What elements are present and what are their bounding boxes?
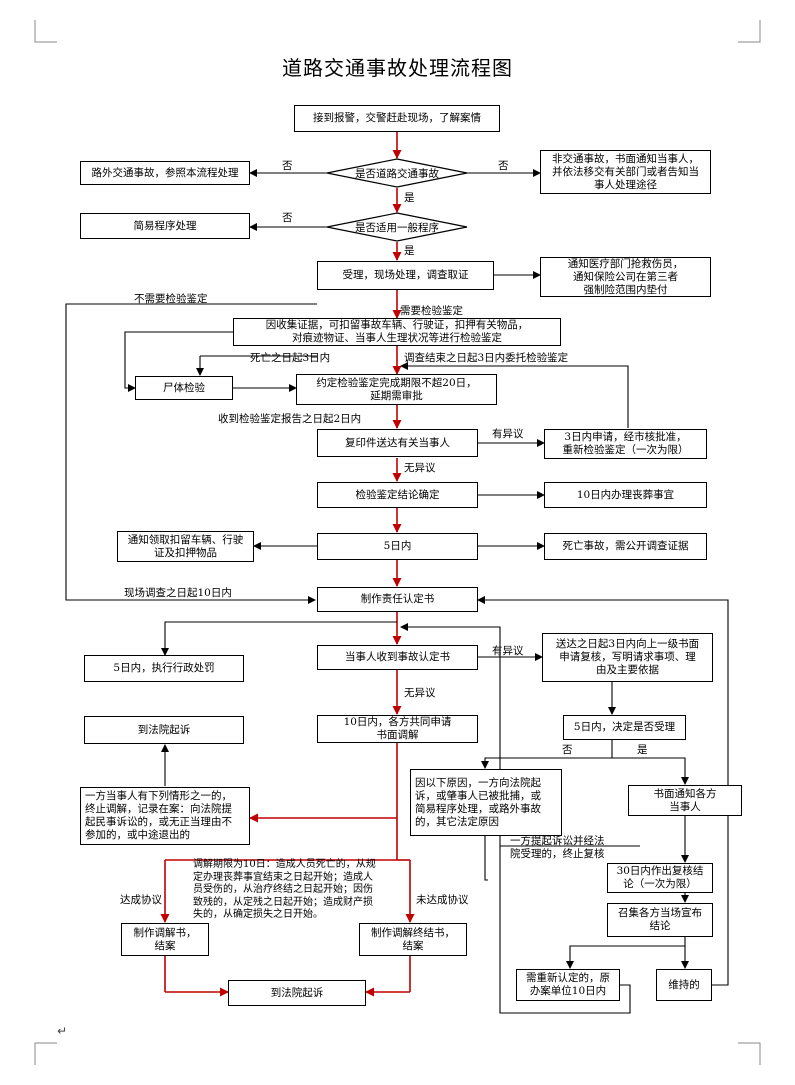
label-no-objection-2: 无异议: [404, 687, 436, 699]
label-objection-2: 有异议: [492, 645, 524, 657]
label-lawsuit-terminate: 一方提起诉讼并经法 院受理的，终止复核: [510, 835, 605, 860]
box-notify-written: 书面通知各方 当事人: [628, 785, 742, 816]
note-mediation-period: 调解期限为10日：造成人员死亡的，从规 定办理丧葬事宜结束之日起开始；造成人 员…: [193, 859, 376, 920]
box-notify-return: 通知领取扣留车辆、行驶 证及扣押物品: [117, 531, 254, 562]
box-copy-send: 复印件送达有关当事人: [317, 429, 478, 457]
label-report-2days: 收到检验鉴定报告之日起2日内: [218, 413, 362, 425]
label-no-road: 否: [282, 160, 293, 172]
box-death-open: 死亡事故，需公开调查证据: [544, 533, 707, 560]
box-court-2: 到法院起诉: [228, 980, 366, 1006]
box-five-days: 5日内: [317, 533, 478, 560]
box-ten-days: 10日内，各方共同申请 书面调解: [317, 715, 478, 743]
box-court-1: 到法院起诉: [84, 716, 244, 744]
box-autopsy: 尸体检验: [135, 376, 233, 400]
label-scene-10days: 现场调查之日起10日内: [124, 587, 232, 599]
decision-diamond-road: [326, 158, 468, 188]
box-decide-accept: 5日内，决定是否受理: [563, 715, 686, 740]
box-final-book: 制作调解终结书， 结案: [359, 923, 467, 956]
box-make-book: 制作责任认定书: [317, 587, 478, 612]
box-gather: 召集各方当场宣布 结论: [607, 903, 713, 937]
box-collect-evidence: 因收集证据，可扣留事故车辆、行驶证，扣押有关物品， 对痕迹物证、当事人生理状况等…: [233, 318, 561, 346]
label-no-general: 否: [282, 212, 293, 224]
label-no-objection-1: 无异议: [404, 462, 436, 474]
box-funeral: 10日内办理丧葬事宜: [544, 482, 707, 508]
label-no-accept: 否: [562, 744, 573, 756]
label-invest-end: 调查结束之日起3日内委托检验鉴定: [404, 352, 569, 364]
label-not-reach-agreement: 未达成协议: [416, 894, 469, 906]
label-need-inspection: 需要检验鉴定: [400, 305, 463, 317]
box-outside-road: 路外交通事故，参照本流程处理: [80, 161, 250, 185]
label-no-need-inspection: 不需要检验鉴定: [134, 293, 208, 305]
box-mediation-book: 制作调解书， 结案: [121, 923, 209, 956]
label-reach-agreement: 达成协议: [120, 894, 162, 906]
box-admin-penalty: 5日内，执行行政处罚: [84, 655, 244, 682]
label-yes-road: 是: [404, 192, 415, 204]
label-yes-general: 是: [404, 245, 415, 257]
box-reasons: 因以下原因，一方向法院起 诉，或肇事人已被批捕，或 简易程序处理，或路外事故 的…: [410, 769, 562, 836]
box-non-traffic: 非交通事故，书面通知当事人， 并依法移交有关部门或者告知当 事人处理途径: [540, 150, 711, 194]
page-title: 道路交通事故处理流程图: [282, 56, 513, 80]
page-corner-marks: [34, 20, 761, 1065]
label-death-3days: 死亡之日起3日内: [250, 352, 331, 364]
box-review-request: 送达之日起3日内向上一级书面 申请复核，写明请求事项、理 由及主要依据: [542, 633, 713, 682]
box-receive-book: 当事人收到事故认定书: [317, 645, 478, 670]
decision-is-road: 是否道路交通事故: [355, 168, 439, 180]
box-accept: 受理，现场处理，调查取证: [317, 261, 494, 290]
decision-diamond-general: [326, 212, 468, 242]
box-reapply: 3日内申请，经市核批准， 重新检验鉴定（一次为限）: [544, 429, 707, 459]
decision-is-general: 是否适用一般程序: [355, 222, 439, 234]
box-report: 接到报警，交警赶赴现场，了解案情: [294, 105, 500, 132]
box-maintain: 维持的: [656, 969, 712, 1001]
box-agreement: 约定检验鉴定完成期限不超20日， 延期需审批: [296, 374, 497, 405]
label-objection-1: 有异议: [492, 428, 524, 440]
box-notify-medical: 通知医疗部门抢救伤员， 通知保险公司在第三者 强制险范围内垫付: [540, 257, 711, 297]
box-terminate-cases: 一方当事人有下列情形之一的， 终止调解，记录在案：向法院提 起民事诉讼的，或无正…: [80, 787, 250, 845]
box-confirm: 检验鉴定结论确定: [317, 482, 478, 508]
label-yes-accept: 是: [637, 744, 648, 756]
box-simple-procedure: 简易程序处理: [80, 213, 250, 239]
box-thirty-days: 30日内作出复核结 论（一次为限）: [607, 863, 713, 893]
label-no-road-right: 否: [498, 160, 509, 172]
box-redo: 需重新认定的，原 办案单位10日内: [516, 969, 620, 1001]
paragraph-return-mark: ↵: [57, 1024, 68, 1038]
